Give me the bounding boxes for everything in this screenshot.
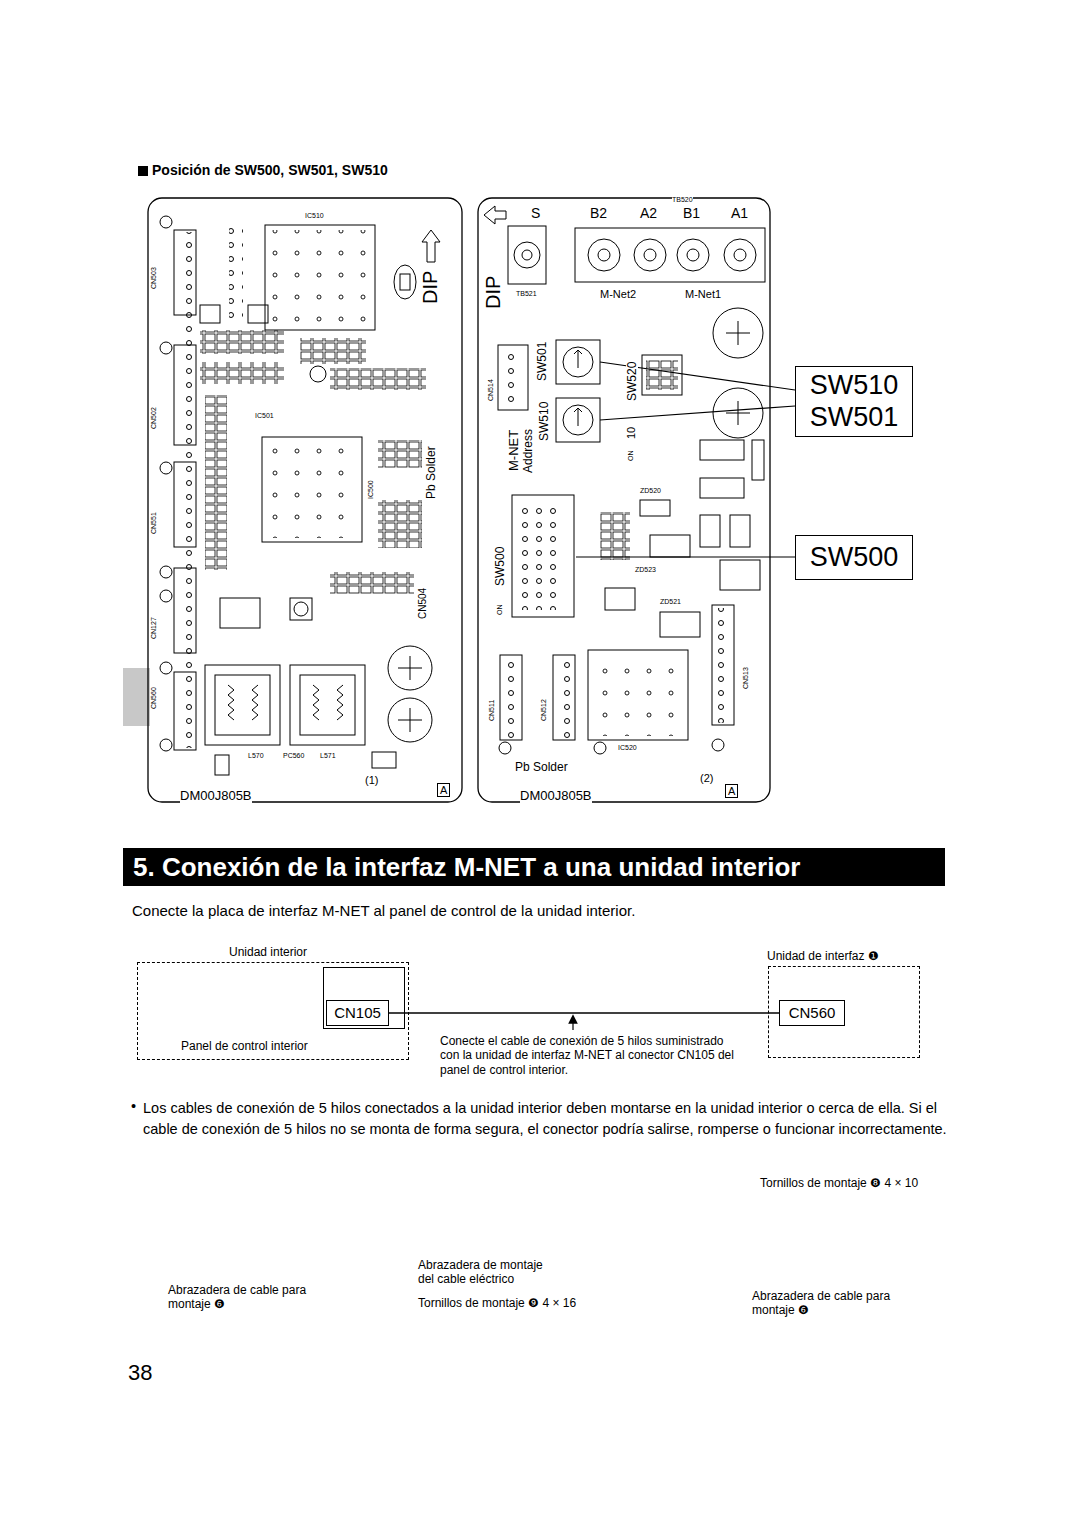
pcb-label: Pb Solder [515, 760, 568, 774]
terminal-name: S [531, 205, 540, 222]
node-text: SW501 [810, 402, 899, 433]
pcb-label: ON [627, 450, 634, 463]
terminal-name: A1 [731, 205, 748, 222]
note-text: Conecte el cable de conexión de 5 hilos … [440, 1034, 740, 1077]
bullet-square [138, 166, 148, 176]
control-panel-box: Panel de control interiorCN105 [323, 967, 405, 1029]
board-code: DM00J805B [180, 788, 252, 804]
pcb-label: A [725, 784, 738, 798]
pcb-label: M-Net2 [600, 288, 636, 301]
left-board [148, 198, 462, 802]
part-label: Abrazadera de montaje del cable eléctric… [418, 1258, 558, 1287]
pcb-label: TB520 [672, 196, 693, 204]
pcb-label: (1) [365, 774, 378, 787]
pcb-label: Pb Solder [425, 445, 437, 500]
pcb-label: CN513 [742, 666, 749, 690]
pcb-label: CN503 [150, 266, 157, 290]
pcb-label: M-Net1 [685, 288, 721, 301]
pcb-label: CN502 [150, 406, 157, 430]
instruction-text: Conecte la placa de interfaz M-NET al pa… [132, 902, 635, 920]
right-board [478, 198, 770, 802]
pcb-label: SW500 [494, 546, 506, 587]
pcb-label: CN512 [540, 698, 547, 722]
pcb-label: SW520 [626, 361, 638, 402]
pcb-label: IC510 [305, 212, 324, 220]
terminal-name: B1 [683, 205, 700, 222]
part-label: Abrazadera de cable para montaje ❻ [752, 1289, 902, 1318]
interface-unit-box: Unidad de interfaz ❶CN560 [768, 966, 920, 1058]
side-tab [123, 668, 150, 726]
part-label: Tornillos de montaje ❾ 4 × 16 [418, 1296, 576, 1310]
pcb-label: CN504 [418, 587, 428, 620]
pcb-label: SW501 [536, 341, 548, 382]
pcb-label: DIP [483, 275, 503, 310]
callout-box: SW510SW501 [795, 366, 913, 437]
connector-box: CN105 [326, 1000, 389, 1026]
part-label: Tornillos de montaje ❽ 4 × 10 [760, 1176, 918, 1190]
pcb-label: CN511 [488, 699, 495, 722]
callout-box: SW500 [795, 535, 913, 580]
pcb-label: CN514 [487, 378, 494, 402]
pcb-label: 10 [626, 426, 637, 440]
node-text: SW510 [810, 370, 899, 401]
pcb-label: CN551 [150, 511, 157, 535]
section-subheading: Posición de SW500, SW501, SW510 [152, 162, 388, 179]
part-label: Abrazadera de cable para montaje ❻ [168, 1283, 318, 1312]
section-heading: 5. Conexión de la interfaz M-NET a una u… [123, 848, 945, 886]
indoor-unit-box: Unidad interiorPanel de control interior… [137, 962, 409, 1060]
node-text: CN560 [789, 1004, 836, 1022]
pcb-label: IC520 [618, 744, 637, 752]
pcb-label: DIP [420, 270, 440, 305]
pcb-label: ZD521 [660, 598, 681, 606]
pcb-label: M-NET [507, 429, 520, 472]
pcb-label: CN127 [150, 616, 157, 640]
connector-box: CN560 [779, 1000, 845, 1026]
section-band: 5. Conexión de la interfaz M-NET a una u… [123, 848, 945, 886]
terminal-name: A2 [640, 205, 657, 222]
pcb-label: TB521 [516, 290, 537, 298]
pcb-label: L571 [320, 752, 336, 760]
pcb-label: ON [496, 604, 503, 617]
node-text: Unidad interior [229, 945, 307, 959]
node-text: SW500 [810, 542, 899, 573]
node-text: Unidad de interfaz ❶ [767, 949, 879, 963]
terminal-name: B2 [590, 205, 607, 222]
pcb-label: L570 [248, 752, 264, 760]
connector-cable [389, 1012, 779, 1013]
pcb-label: SW510 [538, 401, 550, 442]
node-text: Panel de control interior [181, 1039, 308, 1053]
pcb-label: (2) [700, 772, 713, 785]
page-number: 38 [128, 1360, 152, 1386]
pcb-label: ZD520 [640, 487, 661, 495]
pcb-label: IC501 [255, 412, 274, 420]
pcb-label: ZD523 [635, 566, 656, 574]
pcb-label: Address [522, 428, 534, 474]
pcb-label: IC500 [367, 479, 374, 500]
node-text: CN105 [334, 1004, 381, 1022]
board-code: DM00J805B [520, 788, 592, 804]
pcb-label: CN560 [150, 686, 157, 710]
warning-text: Los cables de conexión de 5 hilos conect… [143, 1098, 948, 1140]
bullet-mark: • [131, 1098, 136, 1115]
leader-lines [573, 362, 795, 1030]
pcb-label: A [437, 783, 450, 797]
pcb-label: PC560 [283, 752, 304, 760]
